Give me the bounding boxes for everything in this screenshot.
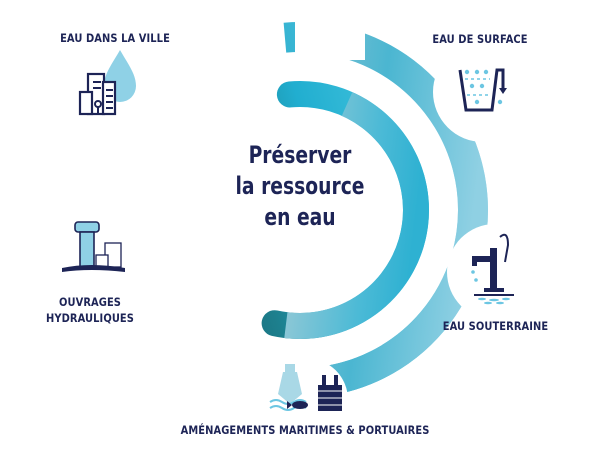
center-title-line-2: la ressource [235, 172, 365, 200]
node-label-eau-dans-la-ville: EAU DANS LA VILLE [60, 31, 170, 45]
center-title-line-1: Préserver [248, 141, 352, 169]
central-theme-title: Préserver la ressource en eau [222, 140, 378, 233]
ouvrages-line-1: OUVRAGES [58, 295, 122, 309]
ship-pier-fish-icon [269, 364, 342, 411]
water-pump-icon [471, 233, 514, 305]
city-water-drop-icon [78, 50, 136, 116]
node-label-eau-de-surface: EAU DE SURFACE [432, 32, 528, 46]
ouvrages-line-2: HYDRAULIQUES [46, 311, 134, 325]
water-tower-icon [62, 221, 125, 272]
node-label-amenagements: AMÉNAGEMENTS MARITIMES & PORTUAIRES [180, 423, 430, 437]
node-label-ouvrages-hydrauliques: OUVRAGES HYDRAULIQUES [38, 294, 141, 326]
inner-ring [171, 81, 429, 339]
node-label-eau-souterraine: EAU SOUTERRAINE [442, 319, 549, 333]
surface-water-basin-icon [458, 68, 507, 112]
center-title-line-3: en eau [264, 203, 336, 231]
